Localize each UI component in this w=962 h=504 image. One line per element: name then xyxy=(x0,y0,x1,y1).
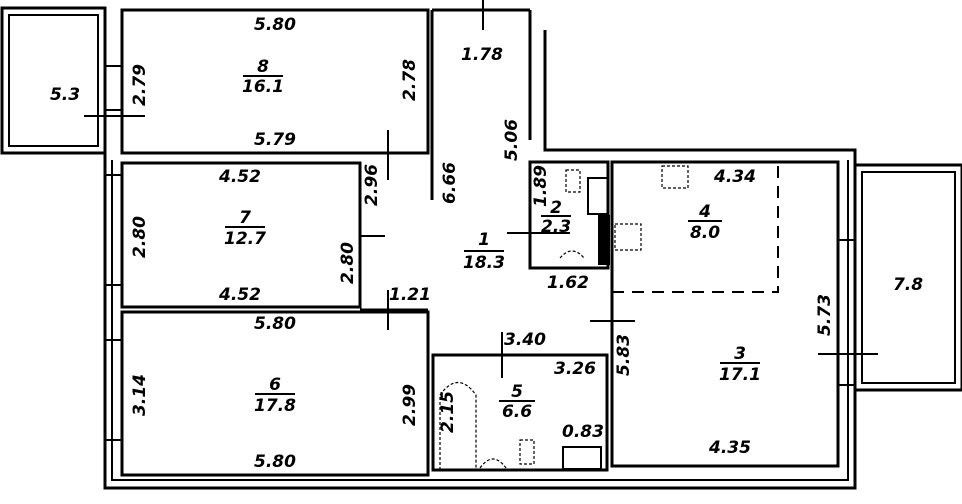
svg-text:5: 5 xyxy=(511,382,523,402)
svg-text:6.66: 6.66 xyxy=(440,162,460,204)
balcony-right-area: 7.8 xyxy=(893,275,923,295)
svg-text:4.52: 4.52 xyxy=(218,285,261,305)
svg-text:4.34: 4.34 xyxy=(713,167,756,187)
svg-text:12.7: 12.7 xyxy=(224,229,266,249)
room-5-label: 56.6 xyxy=(499,382,535,422)
balcony-left-area: 5.3 xyxy=(50,85,80,105)
svg-text:2: 2 xyxy=(550,198,562,218)
room-3-label: 317.1 xyxy=(719,344,761,385)
svg-text:3: 3 xyxy=(734,344,746,364)
room-labels: 118.3 22.3 317.1 48.0 56.6 617.8 712.7 8… xyxy=(50,57,923,422)
room-7-label: 712.7 xyxy=(224,208,266,249)
svg-text:6.6: 6.6 xyxy=(502,402,532,422)
svg-text:1: 1 xyxy=(478,230,490,250)
svg-text:3.26: 3.26 xyxy=(554,359,596,379)
svg-text:5.06: 5.06 xyxy=(502,119,522,161)
svg-text:4.35: 4.35 xyxy=(708,438,751,458)
svg-text:2.15: 2.15 xyxy=(438,391,458,433)
svg-text:1.62: 1.62 xyxy=(547,273,589,293)
room-6-label: 617.8 xyxy=(254,375,296,416)
dimension-labels: 5.80 2.79 2.78 5.79 1.78 5.06 6.66 4.52 … xyxy=(130,15,835,472)
svg-text:4: 4 xyxy=(698,202,711,222)
svg-text:8.0: 8.0 xyxy=(690,223,720,243)
svg-text:7: 7 xyxy=(239,208,251,228)
svg-text:3.14: 3.14 xyxy=(130,374,150,416)
room-1-label: 118.3 xyxy=(463,230,505,273)
section-markers xyxy=(84,0,878,378)
svg-text:5.73: 5.73 xyxy=(815,294,835,336)
svg-text:6: 6 xyxy=(269,375,281,395)
svg-text:17.8: 17.8 xyxy=(254,396,296,416)
svg-text:2.78: 2.78 xyxy=(400,59,420,101)
svg-text:2.99: 2.99 xyxy=(400,384,420,426)
room-8-label: 816.1 xyxy=(242,57,284,97)
svg-text:5.80: 5.80 xyxy=(254,15,296,35)
svg-text:0.83: 0.83 xyxy=(562,422,604,442)
svg-text:1.21: 1.21 xyxy=(389,285,431,305)
svg-text:17.1: 17.1 xyxy=(719,365,761,385)
room-4-label: 48.0 xyxy=(688,202,722,243)
svg-text:8: 8 xyxy=(257,57,269,77)
svg-text:5.80: 5.80 xyxy=(254,452,296,472)
svg-text:3.40: 3.40 xyxy=(504,330,546,350)
svg-text:2.79: 2.79 xyxy=(130,64,150,106)
svg-text:2.80: 2.80 xyxy=(338,242,358,284)
svg-text:2.3: 2.3 xyxy=(541,217,571,237)
svg-text:5.79: 5.79 xyxy=(254,130,296,150)
svg-text:2.80: 2.80 xyxy=(130,216,150,258)
walls xyxy=(0,6,962,490)
svg-text:5.80: 5.80 xyxy=(254,314,296,334)
svg-text:1.89: 1.89 xyxy=(531,165,551,207)
room-2-label: 22.3 xyxy=(541,198,571,237)
svg-text:5.83: 5.83 xyxy=(614,334,634,376)
svg-text:2.96: 2.96 xyxy=(362,164,382,206)
svg-text:1.78: 1.78 xyxy=(461,45,503,65)
svg-text:18.3: 18.3 xyxy=(463,253,505,273)
svg-text:4.52: 4.52 xyxy=(218,167,261,187)
svg-text:16.1: 16.1 xyxy=(242,77,284,97)
